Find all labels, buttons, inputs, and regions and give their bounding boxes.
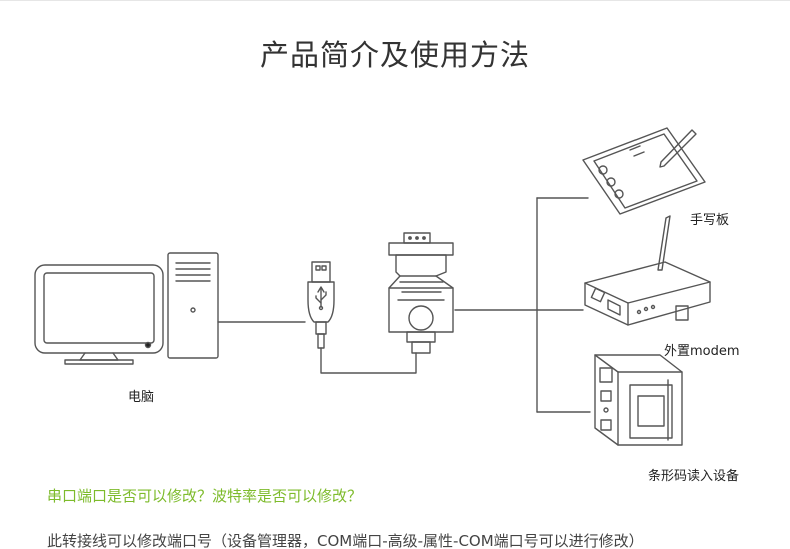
page-title: 产品简介及使用方法 — [259, 38, 530, 72]
usb-connector-icon — [307, 261, 335, 349]
computer-icon — [34, 252, 219, 365]
barcode-reader-label: 条形码读入设备 — [648, 469, 740, 484]
tablet-label: 手写板 — [690, 213, 730, 228]
cable-line — [320, 347, 417, 374]
faq-question: 串口端口是否可以修改？波特率是否可以修改？ — [47, 487, 363, 505]
drawing-tablet-icon — [582, 127, 706, 215]
modem-label: 外置modem — [664, 344, 740, 359]
barcode-printer-icon — [594, 354, 683, 446]
computer-label: 电脑 — [128, 390, 155, 405]
db9-connector-icon — [388, 232, 454, 354]
top-divider — [0, 0, 790, 1]
faq-answer: 此转接线可以修改端口号（设备管理器，COM端口-高级-属性-COM端口号可以进行… — [47, 532, 644, 549]
modem-icon — [584, 215, 711, 326]
